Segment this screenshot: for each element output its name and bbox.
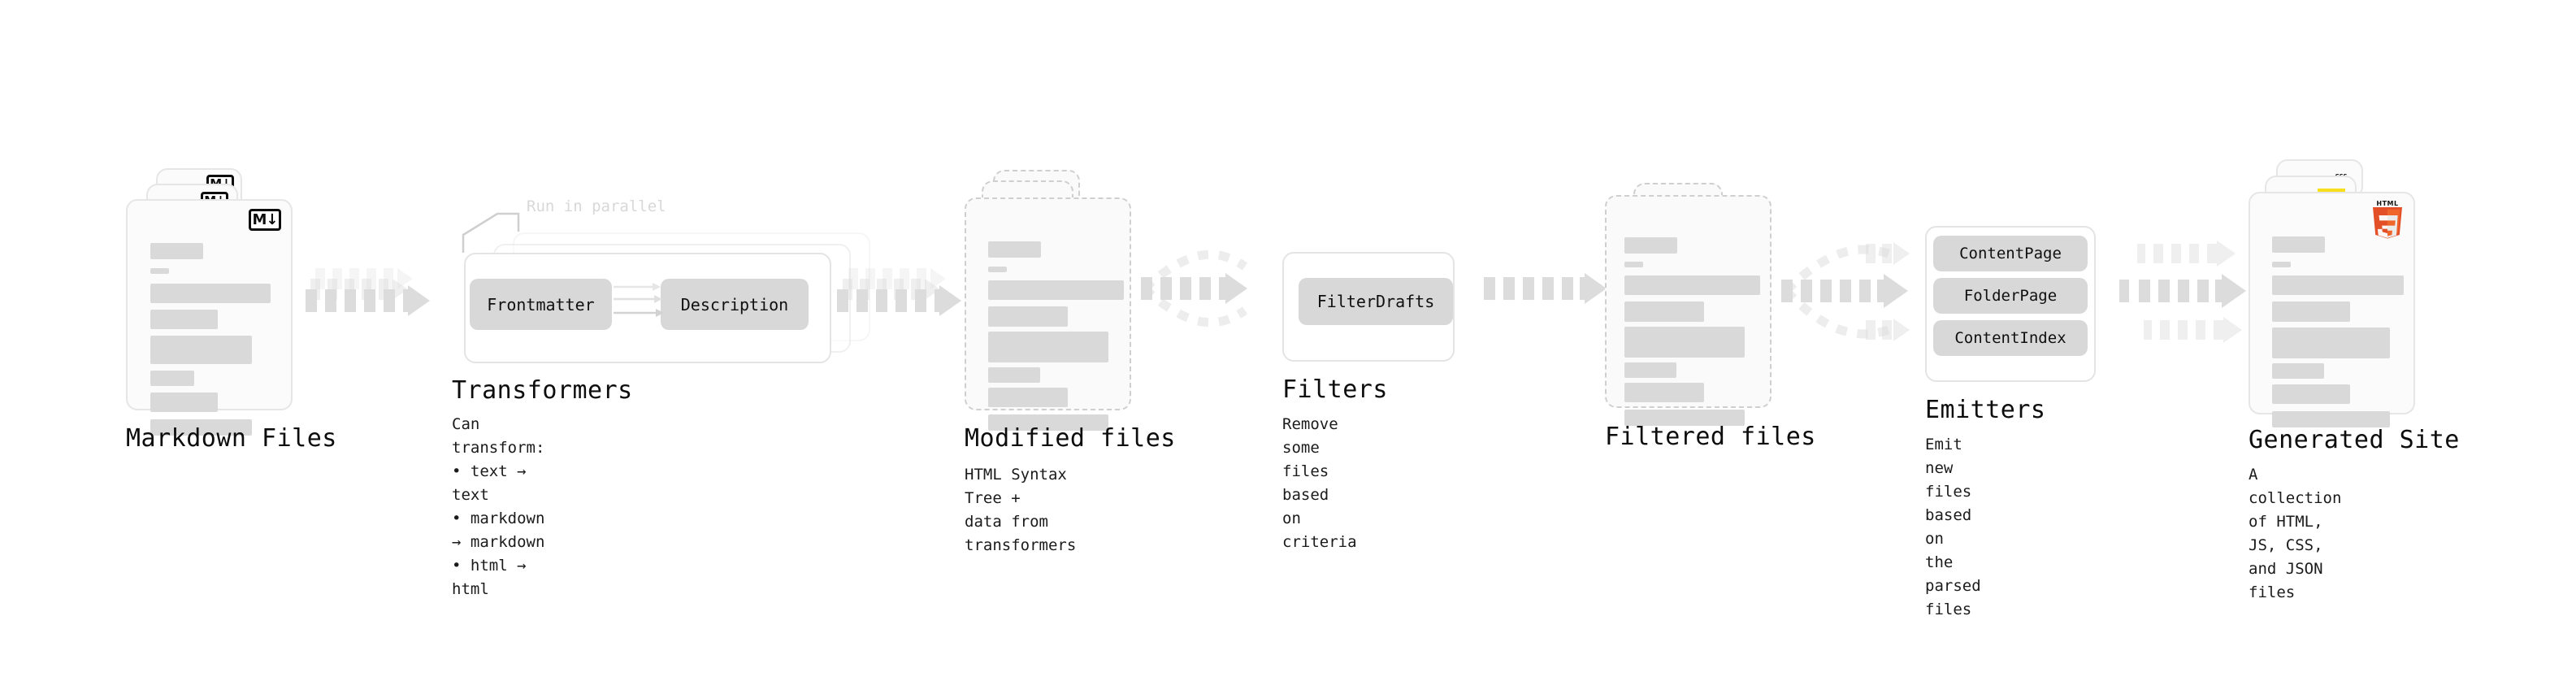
stage-title-filtered-files: Filtered files [1605, 423, 1816, 451]
arrow-layer-3 [315, 268, 445, 289]
html5-wordmark: HTML [2376, 200, 2399, 207]
pill-contentindex-label: ContentIndex [1954, 329, 2066, 347]
stage-desc-modified-files: HTML Syntax Tree + data from transformer… [965, 466, 1077, 554]
arrow-branch-top [2137, 241, 2259, 267]
arrow-layer-main [1484, 273, 1622, 304]
doc-placeholder-line [150, 243, 203, 259]
doc-placeholder-line [988, 388, 1068, 407]
doc-placeholder-line [988, 332, 1108, 362]
site-card-front: HTML [2249, 192, 2415, 427]
doc-placeholder-line [1624, 383, 1704, 402]
doc-placeholder-line [2272, 411, 2390, 427]
pill-description[interactable]: Description [661, 279, 809, 330]
pill-filterdrafts-label: FilterDrafts [1316, 292, 1435, 311]
doc-placeholder-line [2272, 327, 2390, 358]
doc-placeholder-line [150, 371, 194, 386]
arrow-layer-1 [306, 285, 452, 316]
doc-placeholder-line [2272, 275, 2404, 295]
arrow-layer-3 [848, 268, 978, 289]
pill-frontmatter-label: Frontmatter [487, 294, 595, 314]
doc-placeholder-line [150, 284, 271, 303]
stage-title-generated-site: Generated Site [2249, 426, 2460, 454]
arrow-branch-bottom [2144, 317, 2266, 343]
doc-placeholder-line [988, 367, 1040, 383]
doc-placeholder-line [2272, 236, 2325, 253]
modified-card-front [965, 197, 1131, 431]
transformer-inner-arrows [614, 283, 664, 317]
pill-contentindex[interactable]: ContentIndex [1933, 320, 2088, 356]
doc-placeholder-line [2272, 301, 2350, 322]
doc-placeholder-line [150, 310, 218, 329]
markdown-card-front: M↓ [126, 199, 293, 436]
pill-folderpage-label: FolderPage [1963, 287, 2058, 305]
stage-title-emitters: Emitters [1925, 396, 2046, 424]
stage-title-transformers: Transformers [452, 376, 633, 405]
doc-placeholder-line [1624, 237, 1677, 254]
pill-folderpage[interactable]: FolderPage [1933, 278, 2088, 314]
doc-placeholder-line [988, 267, 1007, 272]
filtered-card-front [1605, 195, 1772, 426]
arrow-layer-main [1141, 273, 1271, 304]
pill-description-label: Description [680, 294, 789, 314]
stage-title-markdown-files: Markdown Files [126, 424, 337, 453]
pill-filterdrafts[interactable]: FilterDrafts [1299, 278, 1453, 325]
stage-desc-filters: Remove some files based on criteria [1282, 415, 1357, 551]
arrow-branch-top [1866, 242, 1931, 265]
run-in-parallel-label: Run in parallel [527, 197, 666, 215]
doc-placeholder-line [988, 241, 1041, 258]
arrow-layer-1 [837, 285, 983, 316]
pill-frontmatter[interactable]: Frontmatter [470, 279, 612, 330]
doc-placeholder-line [150, 393, 218, 412]
doc-placeholder-line [988, 414, 1108, 431]
doc-placeholder-line [150, 419, 252, 436]
arrow-branch-middle [1781, 274, 1936, 308]
html5-badge: HTML [2371, 200, 2404, 239]
arrow-branch-bottom [1866, 319, 1931, 341]
doc-placeholder-line [1624, 327, 1745, 358]
doc-placeholder-line [1624, 275, 1760, 295]
doc-placeholder-line [1624, 301, 1704, 322]
doc-placeholder-line [2272, 262, 2291, 267]
stage-desc-emitters: Emit new files based on the parsed files [1925, 436, 1981, 618]
doc-placeholder-line [988, 280, 1124, 300]
doc-placeholder-line [2272, 384, 2350, 404]
arrow-branch-middle [2119, 274, 2262, 308]
doc-placeholder-line [150, 268, 169, 274]
doc-placeholder-line [1624, 410, 1745, 426]
stage-desc-generated-site: A collection of HTML, JS, CSS, and JSON … [2249, 466, 2342, 601]
markdown-badge: M↓ [249, 209, 281, 231]
markdown-badge-arrow: ↓ [266, 210, 278, 228]
pill-contentpage-label: ContentPage [1959, 245, 2062, 262]
doc-placeholder-line [1624, 362, 1676, 378]
doc-placeholder-line [988, 306, 1068, 327]
doc-placeholder-line [2272, 363, 2324, 379]
stage-title-modified-files: Modified files [965, 424, 1176, 453]
markdown-badge-letter: M [252, 210, 267, 228]
stage-desc-transformers: Can transform: • text → text • markdown … [452, 415, 545, 598]
pill-contentpage[interactable]: ContentPage [1933, 236, 2088, 271]
doc-placeholder-line [1624, 262, 1643, 267]
doc-placeholder-line [150, 336, 252, 364]
stage-title-filters: Filters [1282, 375, 1388, 404]
run-in-parallel-leader [462, 212, 520, 253]
